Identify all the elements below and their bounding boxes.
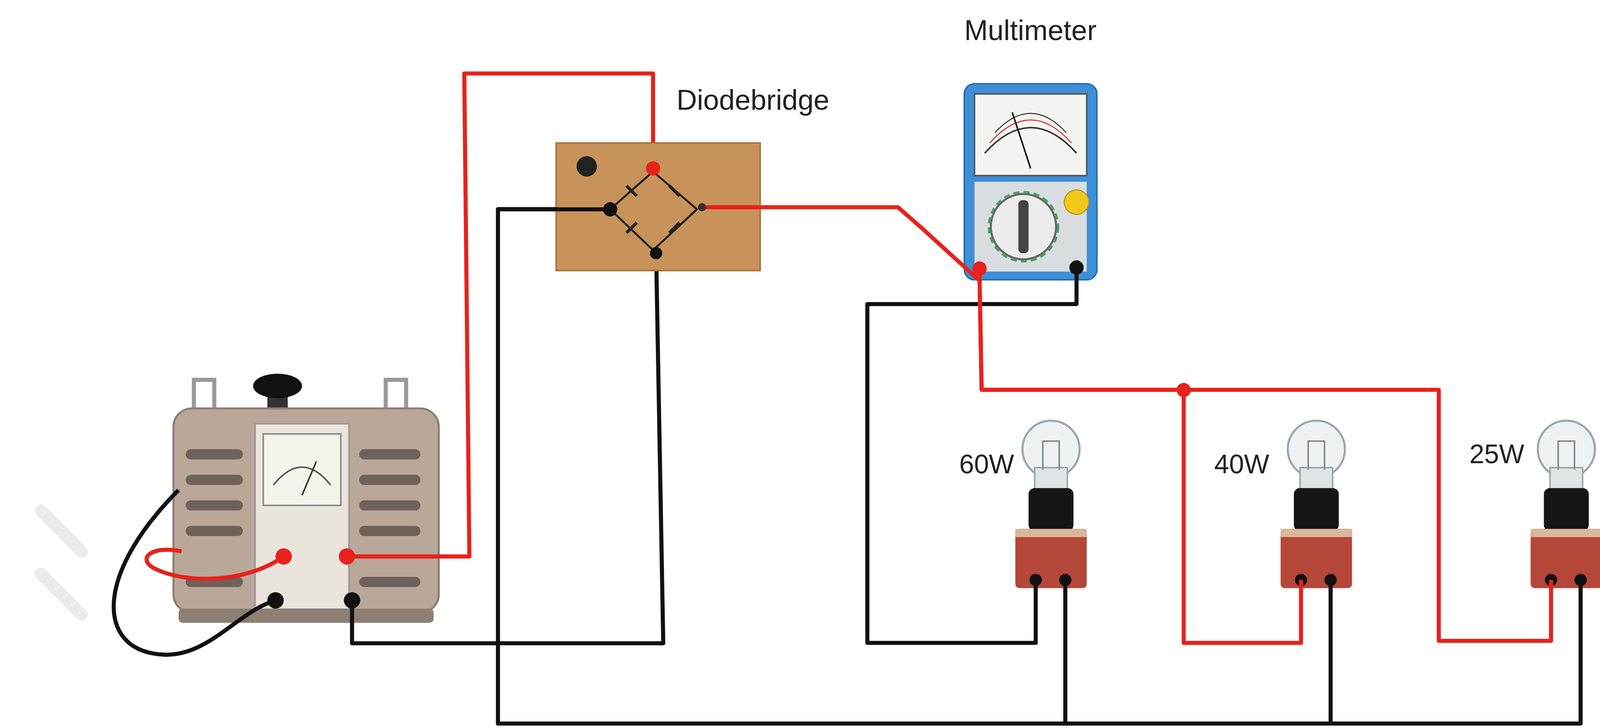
wire <box>760 207 980 281</box>
bridge-board <box>556 142 761 271</box>
lamp: 25W <box>1464 413 1600 592</box>
wire <box>979 280 1302 643</box>
range-dial <box>990 193 1056 260</box>
variac-vent <box>359 500 421 511</box>
watermark-stroke <box>40 573 82 615</box>
black-wire <box>556 207 611 212</box>
component-label: Multimeter <box>964 14 1097 47</box>
component-label: 40W <box>1214 448 1270 480</box>
variac-vent <box>359 576 421 588</box>
multimeter: Multimeter <box>964 83 1098 281</box>
wire <box>497 209 1066 724</box>
lamp <box>1015 420 1087 589</box>
variac-vent <box>359 474 421 486</box>
bridge-terminal <box>645 161 660 176</box>
black-wire <box>1035 579 1581 592</box>
bridge-terminal <box>697 203 707 212</box>
variac-vent <box>185 500 243 511</box>
component-label: 25W <box>1469 438 1525 470</box>
variac-vent <box>185 474 243 486</box>
bridge-knob <box>576 156 597 177</box>
wire <box>979 280 1552 641</box>
meter-face <box>974 93 1087 176</box>
variac-panel <box>255 423 349 613</box>
bridge-terminal <box>603 202 618 217</box>
component-label: 60W <box>959 448 1015 480</box>
meter-scale <box>273 467 331 486</box>
bridge-terminal <box>650 246 663 260</box>
watermark-stroke <box>40 510 82 552</box>
variac-foot <box>178 608 434 623</box>
meter-needle <box>302 461 317 496</box>
variac-vent <box>185 525 243 537</box>
lamp: 40W <box>1209 413 1353 592</box>
meter-scale <box>984 127 1077 154</box>
variac-vent <box>359 525 421 537</box>
red-wire <box>704 205 761 210</box>
meter-scale <box>994 113 1066 133</box>
variac-knob <box>253 373 303 399</box>
meter-scale <box>989 119 1072 143</box>
lamp: 60W <box>954 413 1088 592</box>
lamp <box>1280 420 1352 589</box>
wire <box>867 280 1077 643</box>
diode-bridge-symbol <box>610 171 697 251</box>
variac-meter <box>263 434 341 506</box>
meter-needle <box>1012 112 1031 169</box>
range-marks <box>988 191 1058 262</box>
component-label: Diodebridge <box>676 83 830 117</box>
variac-vent <box>359 449 421 460</box>
wire <box>497 209 1581 724</box>
variac-body <box>173 408 439 613</box>
black-wire <box>352 253 664 643</box>
multimeter-case <box>964 83 1098 280</box>
diode-bridge: Diodebridge <box>556 142 761 271</box>
lamp <box>1530 420 1600 589</box>
diode-symbol <box>626 185 680 233</box>
red-wire <box>1301 579 1552 592</box>
zero-knob <box>1064 189 1089 215</box>
meter-terminal <box>1069 260 1084 275</box>
variac-vent <box>185 449 243 460</box>
red-wire <box>146 549 284 579</box>
wire <box>497 209 1331 724</box>
dial-pointer <box>1018 200 1029 254</box>
